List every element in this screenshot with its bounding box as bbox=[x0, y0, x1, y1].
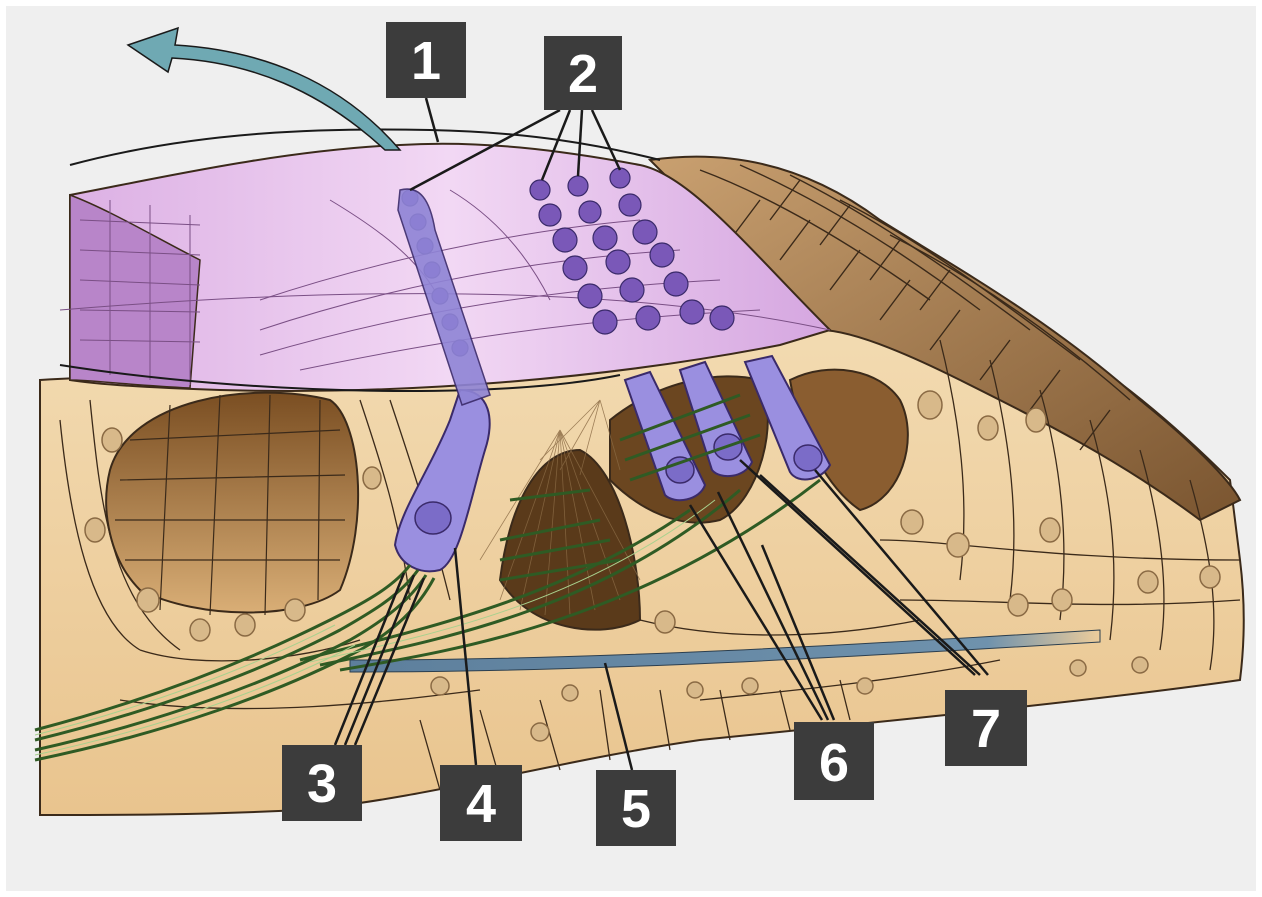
direction-arrow bbox=[128, 28, 400, 150]
label-box-6: 6 bbox=[794, 722, 874, 800]
label-box-5: 5 bbox=[596, 770, 676, 846]
label-box-3: 3 bbox=[282, 745, 362, 821]
label-box-2: 2 bbox=[544, 36, 622, 110]
label-3-text: 3 bbox=[307, 754, 337, 814]
label-7-text: 7 bbox=[971, 699, 1001, 759]
label-5-text: 5 bbox=[621, 779, 651, 839]
label-box-7: 7 bbox=[945, 690, 1027, 766]
label-2-text: 2 bbox=[568, 44, 598, 104]
label-4-text: 4 bbox=[466, 774, 496, 834]
label-box-4: 4 bbox=[440, 765, 522, 841]
inner-hair-cell-nucleus bbox=[415, 502, 451, 534]
label-box-1: 1 bbox=[386, 22, 466, 98]
label-6-text: 6 bbox=[819, 733, 849, 793]
leader-line-1 bbox=[426, 98, 438, 142]
label-1-text: 1 bbox=[411, 31, 441, 91]
